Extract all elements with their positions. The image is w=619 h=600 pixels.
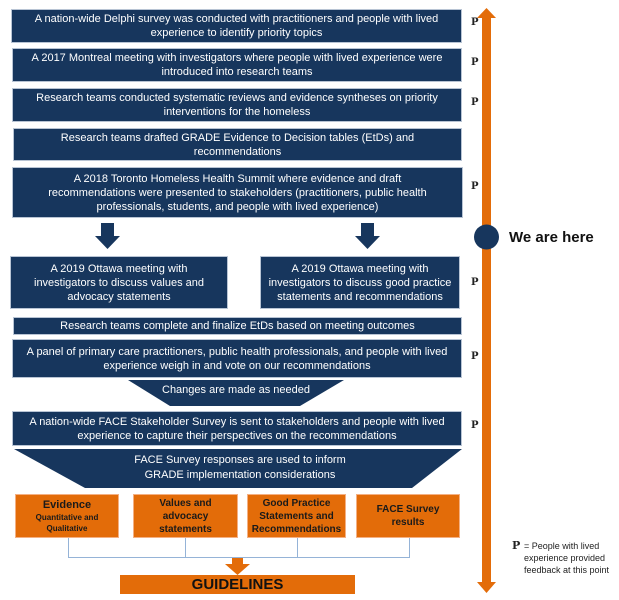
face-responses-funnel bbox=[14, 449, 462, 488]
we-are-here-marker bbox=[474, 224, 499, 250]
p-mark-icon: P bbox=[471, 97, 479, 108]
connector-horizontal bbox=[68, 557, 410, 558]
step-finalize-etds: Research teams complete and finalize EtD… bbox=[13, 317, 462, 335]
legend-text: = People with lived experience provided … bbox=[524, 541, 610, 575]
p-mark-icon: P bbox=[512, 539, 521, 552]
step-toronto-summit: A 2018 Toronto Homeless Health Summit wh… bbox=[12, 167, 463, 218]
step-systematic-reviews: Research teams conducted systematic revi… bbox=[12, 88, 462, 122]
output-good-practice: Good Practice Statements and Recommendat… bbox=[247, 494, 346, 538]
output-evidence: Evidence Quantitative and Qualitative bbox=[15, 494, 119, 538]
output-evidence-sub: Quantitative and Qualitative bbox=[35, 512, 99, 533]
connector bbox=[68, 538, 69, 557]
guidelines-arrow-icon bbox=[225, 557, 250, 575]
connector bbox=[409, 538, 410, 557]
step-draft-etds: Research teams drafted GRADE Evidence to… bbox=[13, 128, 462, 161]
p-mark-icon: P bbox=[471, 17, 479, 28]
step-montreal-meeting: A 2017 Montreal meeting with investigato… bbox=[12, 48, 462, 82]
output-face-results-title: FACE Survey results bbox=[376, 504, 440, 528]
step-face-survey: A nation-wide FACE Stakeholder Survey is… bbox=[12, 411, 462, 446]
step-ottawa-good-practice: A 2019 Ottawa meeting with investigators… bbox=[260, 256, 460, 309]
down-arrow-left-icon bbox=[95, 223, 120, 249]
output-face-results: FACE Survey results bbox=[356, 494, 460, 538]
timeline-arrowhead-up bbox=[477, 8, 496, 18]
face-responses-label: FACE Survey responses are used to inform… bbox=[134, 454, 346, 481]
output-values-title: Values and advocacy statements bbox=[159, 497, 212, 535]
output-values: Values and advocacy statements bbox=[133, 494, 238, 538]
connector bbox=[185, 538, 186, 557]
changes-chevron bbox=[128, 380, 344, 406]
timeline-shaft bbox=[482, 17, 491, 583]
output-evidence-title: Evidence bbox=[42, 498, 92, 511]
p-mark-icon: P bbox=[471, 57, 479, 68]
output-good-practice-title: Good Practice Statements and Recommendat… bbox=[251, 497, 342, 535]
down-arrow-right-icon bbox=[355, 223, 380, 249]
guidelines-box: GUIDELINES bbox=[120, 575, 355, 594]
legend: P = People with lived experience provide… bbox=[512, 539, 612, 576]
connector bbox=[297, 538, 298, 557]
step-panel-vote: A panel of primary care practitioners, p… bbox=[12, 339, 462, 378]
p-mark-icon: P bbox=[471, 181, 479, 192]
we-are-here-label: We are here bbox=[509, 229, 594, 246]
p-mark-icon: P bbox=[471, 351, 479, 362]
changes-label: Changes are made as needed bbox=[162, 384, 310, 396]
timeline-arrowhead-down bbox=[477, 582, 496, 593]
p-mark-icon: P bbox=[471, 420, 479, 431]
p-mark-icon: P bbox=[471, 277, 479, 288]
step-ottawa-values: A 2019 Ottawa meeting with investigators… bbox=[10, 256, 228, 309]
step-delphi-survey: A nation-wide Delphi survey was conducte… bbox=[11, 9, 462, 43]
